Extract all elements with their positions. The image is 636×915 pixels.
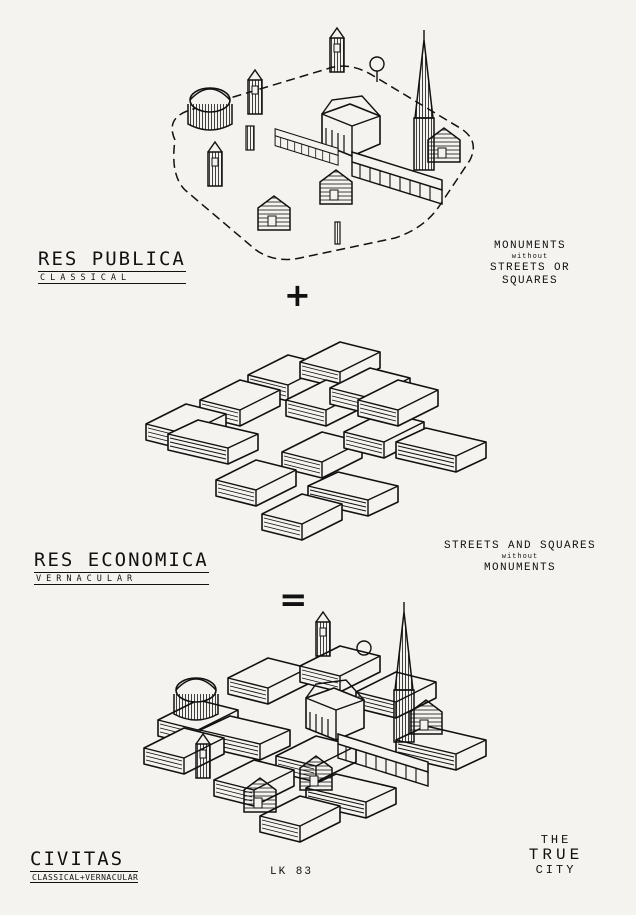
res-economica-note-line1: STREETS and SQUARES [443,540,597,552]
res-publica-drawing [171,27,475,261]
plus-sign: + [284,276,311,314]
res-economica-note: STREETS and SQUARES without MONUMENTS [440,540,600,575]
true-city-note: THE TRUE CITY [516,833,596,878]
res-publica-note-line2: STREETS or SQUARES [489,262,570,287]
res-publica-note-line1: MONUMENTS [493,240,566,252]
res-publica-note: MONUMENTS without STREETS or SQUARES [460,240,600,288]
equals-sign: = [279,580,308,620]
civitas-drawing [143,601,487,843]
signature: LK 83 [270,866,314,878]
civitas-title-block: CIVITAS CLASSICAL+VERNACULAR [30,848,139,883]
res-economica-note-mid: without [501,553,539,561]
res-economica-title: RES ECONOMICA [34,549,209,571]
res-publica-title-block: RES PUBLICA CLASSICAL [38,248,186,284]
res-economica-note-line2: MONUMENTS [483,562,556,574]
civitas-subtitle: CLASSICAL+VERNACULAR [30,871,139,883]
res-economica-title-block: RES ECONOMICA VERNACULAR [34,549,209,585]
res-economica-subtitle: VERNACULAR [34,572,209,585]
true-city-line3: CITY [535,863,577,877]
res-economica-drawing [145,341,487,541]
res-publica-note-mid: without [511,253,549,261]
true-city-line2: TRUE [528,846,584,864]
res-publica-title: RES PUBLICA [38,248,186,270]
civitas-title: CIVITAS [30,848,125,870]
res-publica-subtitle: CLASSICAL [38,271,186,284]
true-city-line1: THE [540,833,572,847]
